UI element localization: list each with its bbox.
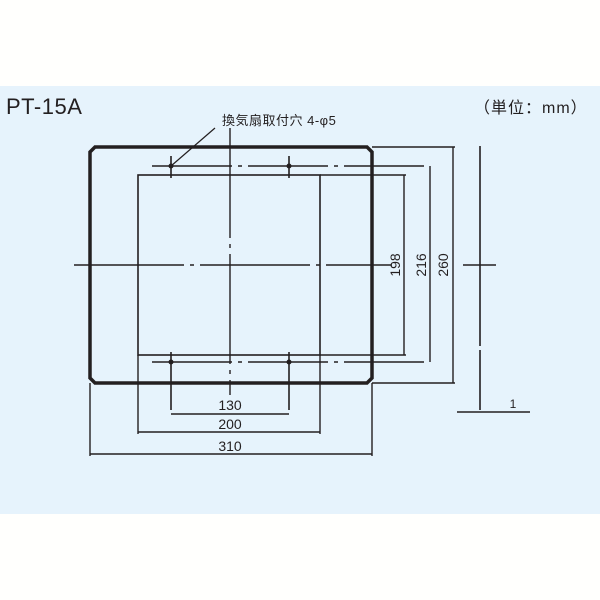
- dim-216: 216: [413, 253, 429, 277]
- drawing-panel: [0, 86, 600, 514]
- mounting-hole-callout: 換気扇取付穴 4-φ5: [222, 113, 337, 128]
- model-title: PT-15A: [6, 94, 83, 119]
- dim-130: 130: [218, 397, 242, 413]
- dim-260: 260: [435, 253, 451, 277]
- dim-200: 200: [218, 416, 242, 432]
- dim-thickness: 1: [510, 397, 517, 411]
- unit-label: （単位：mm）: [474, 100, 588, 117]
- callout-leader: [170, 127, 216, 167]
- dim-310: 310: [218, 438, 242, 454]
- outer-plate-outline: [88, 145, 374, 385]
- dim-198: 198: [387, 253, 403, 277]
